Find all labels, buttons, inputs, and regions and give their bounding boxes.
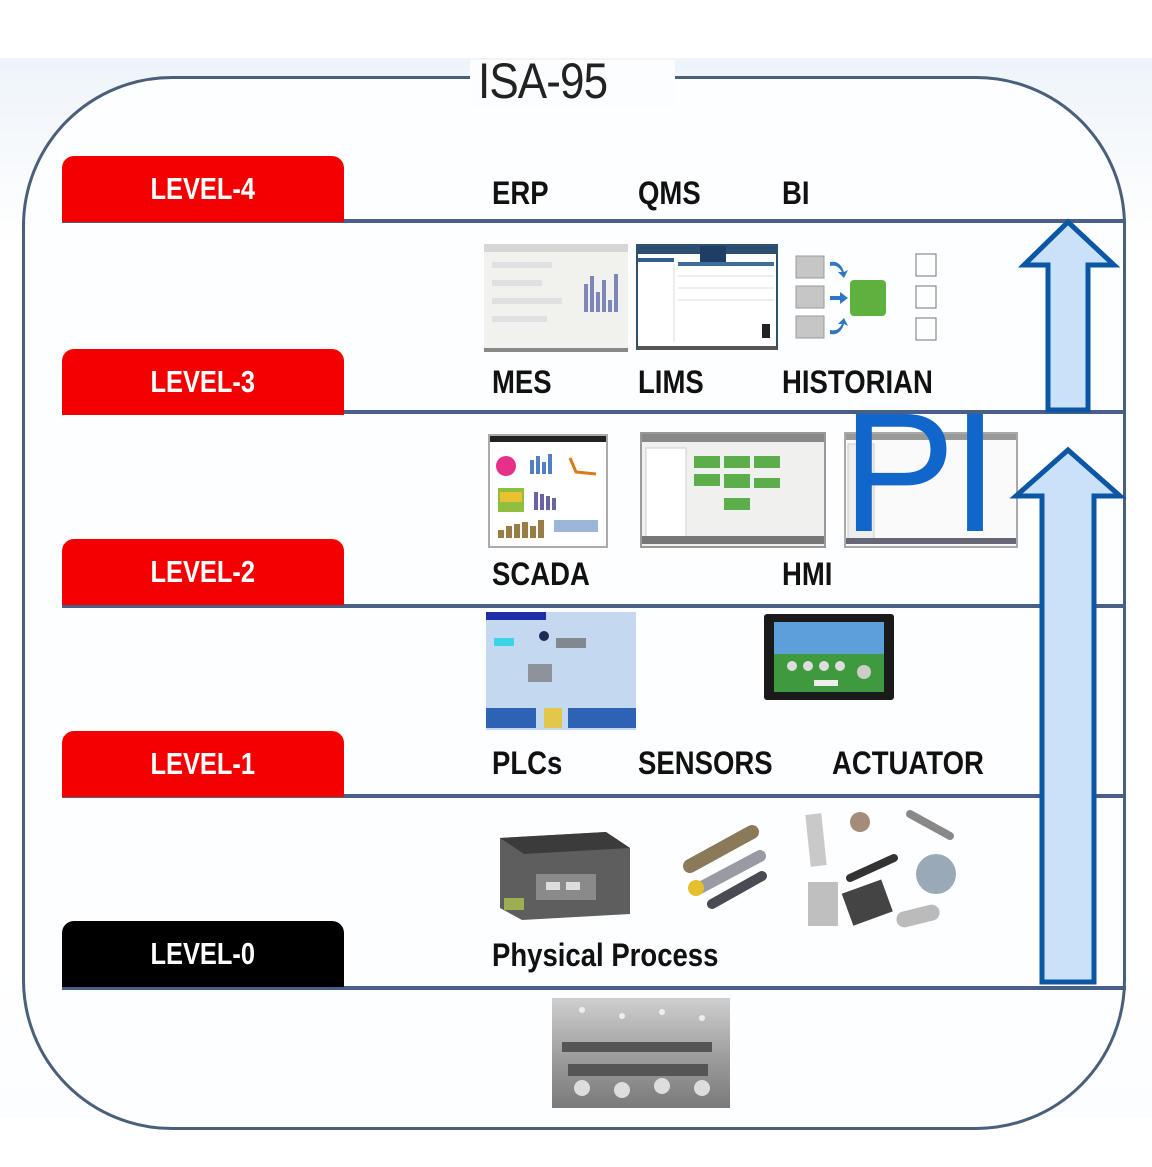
factory-floor-photo [552, 998, 730, 1108]
item-physical-process: Physical Process [492, 937, 719, 973]
level-0-divider [62, 986, 1126, 990]
level-4-label: LEVEL-4 [62, 156, 344, 222]
level-2-divider [62, 604, 1126, 608]
plc-screen [486, 612, 636, 730]
level-1-divider [62, 794, 1126, 798]
item-hmi: HMI [782, 556, 833, 592]
plc-hardware [496, 828, 636, 922]
level-2-label: LEVEL-2 [62, 539, 344, 605]
item-plcs: PLCs [492, 745, 563, 781]
item-bi: BI [782, 175, 810, 211]
item-lims: LIMS [638, 364, 704, 400]
title-background [470, 60, 675, 108]
arrow-up-level-0-to-3 [1009, 446, 1127, 985]
mes-screenshot [484, 244, 628, 352]
diagram-title: ISA-95 [478, 53, 608, 109]
level-0-label: LEVEL-0 [62, 921, 344, 987]
item-sensors: SENSORS [638, 745, 773, 781]
item-actuator: ACTUATOR [832, 745, 984, 781]
item-mes: MES [492, 364, 552, 400]
level-3-label: LEVEL-3 [62, 349, 344, 415]
hmi-screenshot-2 [844, 432, 1018, 548]
hmi-panel-device [764, 614, 894, 700]
lims-screenshot [636, 244, 778, 350]
item-qms: QMS [638, 175, 701, 211]
level-3-divider [62, 410, 1126, 414]
item-scada: SCADA [492, 556, 590, 592]
level-1-label: LEVEL-1 [62, 731, 344, 797]
item-erp: ERP [492, 175, 549, 211]
historian-diagram [792, 246, 952, 350]
hmi-screenshot-1 [640, 432, 826, 548]
scada-dashboard [488, 434, 608, 548]
sensors-photo [676, 816, 772, 910]
item-historian: HISTORIAN [782, 364, 933, 400]
pi-overlay-label: PI [842, 378, 999, 568]
actuators-photo [800, 806, 960, 934]
level-4-divider [62, 219, 1126, 223]
arrow-up-level-3-to-4 [1017, 218, 1121, 413]
